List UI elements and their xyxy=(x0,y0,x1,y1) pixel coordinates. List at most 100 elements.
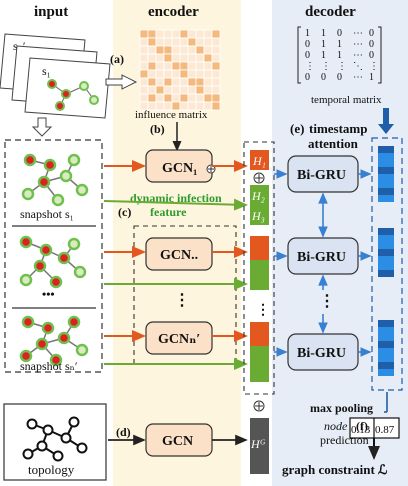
influence-matrix-label: influence matrix xyxy=(135,109,208,121)
snapshot-n-caption: snapshot sₙ′ xyxy=(20,359,78,373)
infected-node xyxy=(55,101,65,111)
h2-label: H₂ xyxy=(251,189,265,203)
matrix-entry: 1 xyxy=(321,39,326,50)
dynamic-infection-line2: feature xyxy=(150,205,187,219)
matrix-cell xyxy=(179,85,189,95)
matrix-cell xyxy=(195,45,205,55)
matrix-cell xyxy=(163,85,173,95)
graph-constraint-label: graph constraint ℒ xyxy=(282,462,388,477)
matrix-cell xyxy=(187,85,197,95)
matrix-cell xyxy=(195,69,205,79)
matrix-cell xyxy=(147,77,157,87)
matrix-cell xyxy=(203,69,213,79)
infected-node xyxy=(37,175,51,189)
matrix-cell xyxy=(187,77,197,87)
infected-node xyxy=(21,315,35,329)
matrix-entry: 0 xyxy=(305,50,310,61)
matrix-cell xyxy=(203,93,213,103)
hidden-state-cell xyxy=(378,153,394,160)
topology-node xyxy=(60,432,72,444)
matrix-cell xyxy=(147,69,157,79)
infected-node xyxy=(19,235,33,249)
matrix-entry: ⋮ xyxy=(321,61,331,72)
matrix-entry: 0 xyxy=(369,50,374,61)
snapshot-mini-graph xyxy=(47,79,99,111)
matrix-cell xyxy=(139,77,149,87)
hidden-state-cell xyxy=(378,341,394,348)
h1-label: H₁ xyxy=(252,154,266,168)
matrix-cell xyxy=(147,45,157,55)
hidden-state-cell xyxy=(378,334,394,341)
hidden-state-cell xyxy=(378,362,394,369)
step-a-label: (a) xyxy=(110,52,124,66)
hidden-state-cell xyxy=(378,181,394,188)
infected-node xyxy=(47,79,57,89)
matrix-entry: 1 xyxy=(337,39,342,50)
matrix-entry: 0 xyxy=(305,39,310,50)
h2-h3-feature-block xyxy=(250,185,269,225)
matrix-cell xyxy=(139,85,149,95)
hidden-state-cell xyxy=(378,355,394,362)
infected-node xyxy=(57,331,71,345)
topology-box xyxy=(3,403,107,481)
timestamp-attention-line1: timestamp xyxy=(309,121,368,136)
matrix-cell xyxy=(179,69,189,79)
matrix-cell xyxy=(139,45,149,55)
matrix-cell xyxy=(179,77,189,87)
healthy-node xyxy=(19,273,33,287)
matrix-cell xyxy=(163,69,173,79)
matrix-cell xyxy=(211,93,221,103)
infected-node xyxy=(35,337,49,351)
matrix-entry: 1 xyxy=(321,50,326,61)
matrix-cell xyxy=(203,37,213,47)
matrix-cell xyxy=(187,53,197,63)
matrix-entry: 0 xyxy=(337,72,342,83)
matrix-cell xyxy=(211,69,221,79)
matrix-cell xyxy=(187,61,197,71)
matrix-cell xyxy=(155,45,165,55)
matrix-cell xyxy=(171,37,181,47)
gcn-n-box xyxy=(145,321,213,355)
matrix-cell xyxy=(179,29,189,39)
matrix-cell xyxy=(179,93,189,103)
infected-node xyxy=(61,89,71,99)
decoder-header: decoder xyxy=(305,4,356,20)
hidden-state-cell xyxy=(378,348,394,355)
matrix-cell xyxy=(155,77,165,87)
arrow-to-influence-matrix xyxy=(105,74,138,90)
matrix-cell xyxy=(147,53,157,63)
matrix-cell xyxy=(187,45,197,55)
matrix-cell xyxy=(179,37,189,47)
gcn-n-label: GCNₙ′ xyxy=(158,332,200,347)
hidden-state-cell xyxy=(378,195,394,202)
hidden-state-cell xyxy=(378,256,394,263)
matrix-cell xyxy=(147,37,157,47)
matrix-cell xyxy=(171,85,181,95)
hidden-state-cell xyxy=(378,270,394,277)
healthy-node xyxy=(51,193,65,207)
matrix-cell xyxy=(187,29,197,39)
bigru-label-1: Bi-GRU xyxy=(297,168,346,183)
snapshot-card-front xyxy=(24,57,111,119)
hg-label: Hᴳ xyxy=(250,437,266,451)
matrix-cell xyxy=(163,45,173,55)
matrix-cell xyxy=(139,29,149,39)
step-d-label: (d) xyxy=(116,425,131,439)
healthy-node xyxy=(89,95,99,105)
snapshot-label-1: s₁ xyxy=(42,64,51,78)
matrix-cell xyxy=(163,53,173,63)
bigru-label-2: Bi-GRU xyxy=(297,250,346,265)
gcn-topology-label: GCN xyxy=(162,434,193,449)
matrix-cell xyxy=(163,29,173,39)
matrix-entry: 1 xyxy=(305,28,310,39)
matrix-entry: ⋮ xyxy=(305,61,315,72)
hidden-state-cell xyxy=(378,249,394,256)
matrix-cell xyxy=(139,53,149,63)
arrow-to-snapshots xyxy=(31,117,53,137)
healthy-node xyxy=(21,187,35,201)
gcn1-label: GCN₁ xyxy=(162,161,197,176)
matrix-entry: ⋯ xyxy=(353,39,363,50)
encoder-header: encoder xyxy=(148,4,199,20)
matrix-entry: ⋮ xyxy=(337,61,347,72)
